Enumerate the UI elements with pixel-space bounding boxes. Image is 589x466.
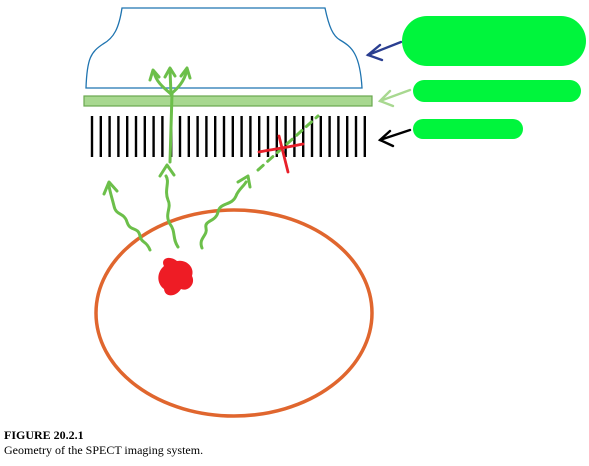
figure-caption: FIGURE 20.2.1 Geometry of the SPECT imag… bbox=[4, 428, 584, 458]
figure-label: FIGURE 20.2.1 bbox=[4, 428, 84, 442]
detector-pointer-arrow bbox=[365, 40, 403, 62]
accepted-photon-collimator-line bbox=[168, 92, 174, 164]
light-spread-right bbox=[169, 68, 189, 96]
light-spread-left-head bbox=[148, 68, 161, 82]
light-spread-right-head bbox=[179, 66, 192, 80]
photon-paths bbox=[102, 66, 320, 252]
label-boxes bbox=[402, 16, 586, 139]
collimator-pointer-arrow bbox=[377, 128, 412, 148]
figure-caption-text: Geometry of the SPECT imaging system. bbox=[4, 443, 204, 457]
spect-diagram bbox=[83, 7, 586, 418]
oblique-photon-arrowhead bbox=[236, 174, 252, 189]
collimator bbox=[90, 116, 366, 157]
detector-label-box bbox=[402, 16, 586, 66]
label-arrows bbox=[365, 40, 412, 148]
oblique-photon-line bbox=[256, 114, 320, 172]
accepted-photon-path bbox=[164, 174, 180, 249]
oblique-photon-path bbox=[199, 180, 248, 250]
crystal-label-box bbox=[413, 80, 581, 102]
collimator-label-box bbox=[413, 119, 523, 139]
detector-head bbox=[85, 7, 363, 89]
radioactive-source bbox=[158, 257, 194, 296]
scattered-photon-arrowhead bbox=[102, 180, 119, 196]
light-spread-center bbox=[168, 68, 173, 96]
scattered-photon-path bbox=[107, 184, 152, 252]
light-spread-left bbox=[152, 70, 173, 96]
absorbed-photon-marker bbox=[257, 134, 305, 174]
scintillation-crystal bbox=[83, 95, 373, 107]
crystal-pointer-arrow bbox=[377, 88, 412, 108]
accepted-photon-arrowhead bbox=[158, 163, 176, 178]
light-spread-center-head bbox=[163, 66, 177, 79]
body-outline bbox=[94, 208, 374, 418]
